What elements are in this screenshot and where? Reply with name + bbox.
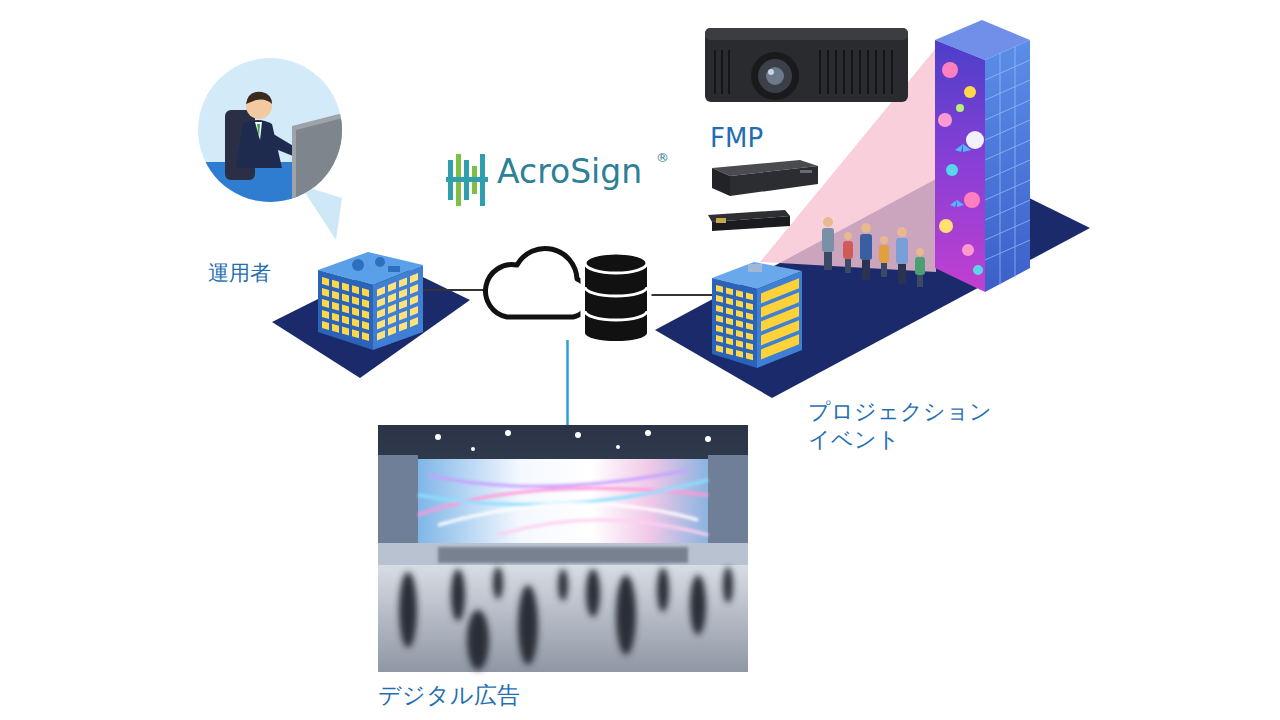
media-player-devices [708,160,818,231]
connector-line [423,289,485,291]
monitor [292,108,362,208]
connector-line [566,340,569,425]
digital-signage: デジタル広告 [378,425,748,672]
desk [190,162,360,212]
cloud-database-shape [485,225,650,340]
digital-signage-photo [378,425,748,672]
node-label: 運用者 [208,260,271,286]
audience [822,217,925,287]
cloud-database: AcroSign [485,225,650,340]
device-label: FMP [710,123,763,154]
connector-line [650,294,712,296]
operator-illustration [190,58,362,240]
node-label: プロジェクション イベント [808,398,1008,453]
building-shape [318,240,423,350]
projector [705,28,908,102]
node-label: デジタル広告 [378,681,520,710]
registered-mark: ® [656,150,669,166]
speech-tail [300,185,342,240]
logo-text: AcroSign [497,151,642,192]
acrosign-logo-icon [446,154,488,206]
projection-tower [935,20,1030,292]
projected-flowers [938,62,984,275]
event-building: プロジェクション イベント [712,250,802,368]
building-shape [712,250,802,368]
operator-building: 運用者 [318,240,423,350]
